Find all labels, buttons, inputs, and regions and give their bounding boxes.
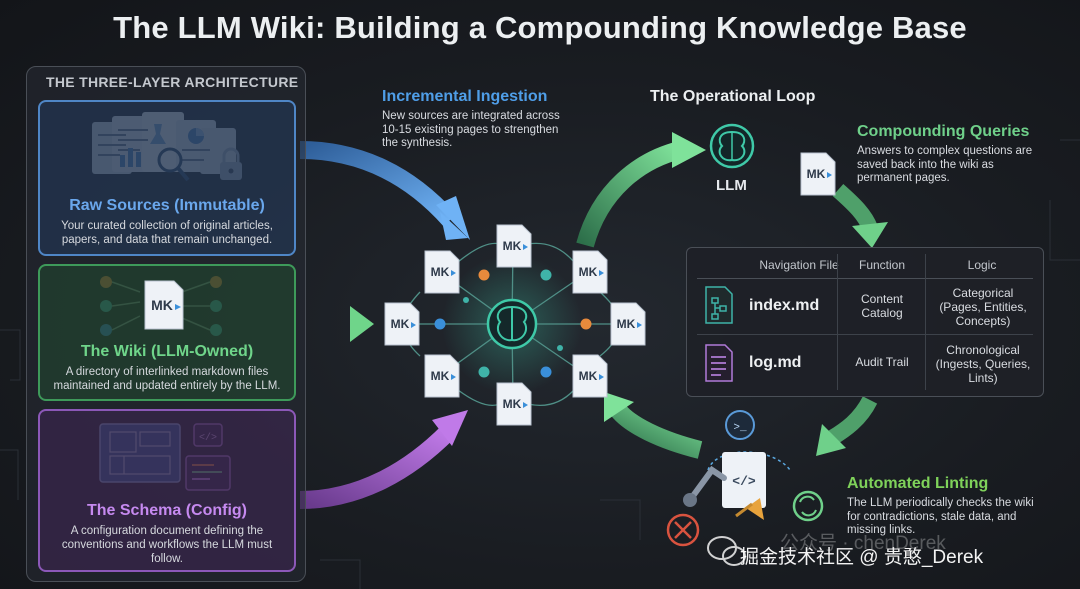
svg-text:MK: MK [579, 369, 598, 383]
svg-text:MK: MK [503, 397, 522, 411]
hub-doc-bottom-right: MK [572, 354, 608, 403]
svg-text:>_: >_ [733, 422, 747, 434]
linting-robot-illustration: >_ </> [666, 410, 824, 547]
wiki-description: A directory of interlinked markdown file… [53, 366, 281, 392]
brain-hub-icon [486, 298, 538, 350]
arrow-head-schema [432, 410, 468, 446]
raw-sources-title: Raw Sources (Immutable) [69, 197, 265, 214]
arrow-raw-to-wiki [299, 141, 457, 227]
llm-label: LLM [716, 177, 747, 194]
svg-text:MK: MK [503, 239, 522, 253]
loop-arrow-queries-down [832, 184, 878, 232]
svg-text:MK: MK [431, 265, 450, 279]
architecture-header: THE THREE-LAYER ARCHITECTURE [46, 74, 299, 90]
log-file-icon [705, 344, 733, 387]
hub-doc-right: MK [610, 302, 646, 351]
log-function: Audit Trail [855, 355, 909, 369]
svg-text:MK: MK [579, 265, 598, 279]
operational-loop-title: The Operational Loop [650, 88, 816, 105]
table-header-logic: Logic [967, 258, 997, 272]
raw-sources-card: Raw Sources (Immutable) Your curated col… [38, 100, 296, 256]
schema-card: The Schema (Config) A configuration docu… [38, 409, 296, 572]
loop-arrow-lint-to-hub [610, 403, 703, 459]
loop-arrow-table-to-lint [827, 396, 878, 445]
index-file-name: index.md [749, 297, 820, 314]
watermark: 掘金技术社区 @ 贵憨_Derek [740, 547, 984, 568]
compounding-queries-title: Compounding Queries [857, 123, 1030, 140]
incremental-ingestion-description: New sources are integrated across 10-15 … [382, 110, 560, 149]
automated-linting-description: The LLM periodically checks the wiki for… [847, 497, 1034, 536]
wiki-title: The Wiki (LLM-Owned) [80, 343, 254, 360]
loop-arrow-hub-to-llm [576, 141, 683, 248]
incremental-ingestion-title: Incremental Ingestion [382, 88, 548, 105]
svg-text:MK: MK [617, 317, 636, 331]
arrow-head-wiki [350, 306, 374, 342]
index-function: Content Catalog [860, 292, 904, 320]
hub-doc-left: MK [384, 302, 420, 351]
query-mk-document-icon: MK [800, 152, 836, 201]
schema-description: A configuration document defining the co… [61, 525, 273, 565]
watermark-faint: 公众号 · chenDerek [780, 533, 946, 554]
index-logic: Categorical (Pages, Entities, Concepts) [939, 286, 1027, 328]
svg-text:MK: MK [391, 317, 410, 331]
index-file-icon [705, 286, 733, 329]
hub-doc-bottom-left: MK [424, 354, 460, 403]
schema-title: The Schema (Config) [86, 502, 247, 519]
hub-doc-top-right: MK [572, 250, 608, 299]
mk-badge: MK [151, 297, 173, 313]
raw-sources-description: Your curated collection of original arti… [61, 220, 273, 246]
svg-text:MK: MK [807, 167, 826, 181]
table-header-function: Function [858, 258, 906, 272]
llm-brain-icon [709, 123, 755, 169]
svg-text:MK: MK [431, 369, 450, 383]
log-logic: Chronological (Ingests, Queries, Lints) [935, 343, 1031, 385]
hub-nodes [434, 269, 592, 378]
arrow-head-raw [436, 196, 470, 240]
wechat-watermark-icon [707, 536, 746, 566]
compounding-queries-description: Answers to complex questions are saved b… [857, 145, 1033, 184]
wiki-card: MK The Wiki (LLM-Owned) A directory of i… [38, 264, 296, 401]
circuit-background [0, 139, 1080, 589]
automated-linting-title: Automated Linting [847, 475, 989, 492]
hub-doc-top-left: MK [424, 250, 460, 299]
table-header-navigation-file: Navigation File [759, 258, 839, 272]
arrow-schema-to-hub [299, 425, 455, 509]
hub-doc-bottom: MK [496, 382, 532, 431]
log-file-name: log.md [749, 354, 802, 371]
hub-doc-top: MK [496, 224, 532, 273]
svg-text:</>: </> [732, 474, 756, 489]
wiki-mk-document-icon: MK [144, 280, 184, 335]
navigation-table: Navigation File Function Logic index.md … [686, 247, 1044, 397]
page-title: The LLM Wiki: Building a Compounding Kno… [113, 10, 967, 45]
